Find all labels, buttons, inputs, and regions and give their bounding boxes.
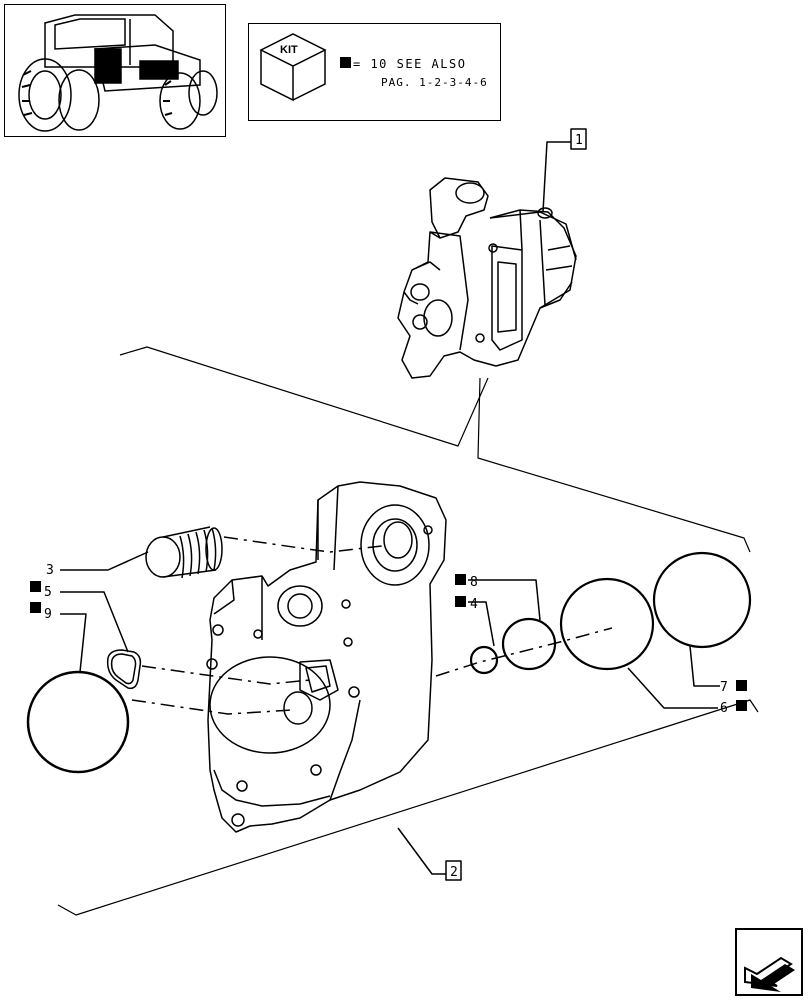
callout-1: 1	[575, 133, 583, 148]
marker-square-6	[736, 700, 747, 711]
tractor-thumbnail-icon	[18, 14, 218, 132]
marker-square-9	[30, 602, 41, 613]
kit-marker-square-icon	[340, 57, 351, 68]
part-4-ring	[469, 645, 499, 675]
next-page-arrow-icon	[744, 956, 795, 992]
part-8-ring	[501, 617, 557, 671]
part-3-spring	[145, 526, 223, 579]
kit-legend: KIT = 10 SEE ALSO PAG. 1-2-3-4-6	[248, 23, 501, 121]
callout-5: 5	[44, 585, 52, 600]
marker-square-4	[455, 596, 466, 607]
kit-legend-line2: PAG. 1-2-3-4-6	[381, 76, 488, 89]
marker-square-5	[30, 581, 41, 592]
callout-3: 3	[46, 563, 54, 578]
kit-cube-icon: KIT = 10 SEE ALSO PAG. 1-2-3-4-6	[259, 33, 488, 102]
callout-8: 8	[470, 575, 478, 590]
callout-2-box	[445, 860, 462, 881]
kit-legend-line1: = 10 SEE ALSO	[353, 57, 466, 71]
callout-4: 4	[470, 597, 478, 612]
kit-label: KIT	[280, 44, 298, 56]
housing-drawing	[206, 481, 447, 833]
part-9-oring	[26, 670, 130, 774]
callout-6: 6	[720, 701, 728, 716]
next-page-button[interactable]	[735, 928, 803, 996]
callout-7: 7	[720, 680, 728, 695]
part-6-ring	[559, 577, 655, 671]
marker-square-8	[455, 574, 466, 585]
lift-assembly-drawing	[397, 177, 577, 379]
part-7-ring	[652, 551, 752, 649]
callout-2: 2	[450, 865, 458, 880]
marker-square-7	[736, 680, 747, 691]
callout-1-box	[570, 128, 587, 150]
tractor-thumbnail	[4, 4, 226, 137]
callout-9: 9	[44, 607, 52, 622]
part-5-gasket	[106, 649, 142, 690]
